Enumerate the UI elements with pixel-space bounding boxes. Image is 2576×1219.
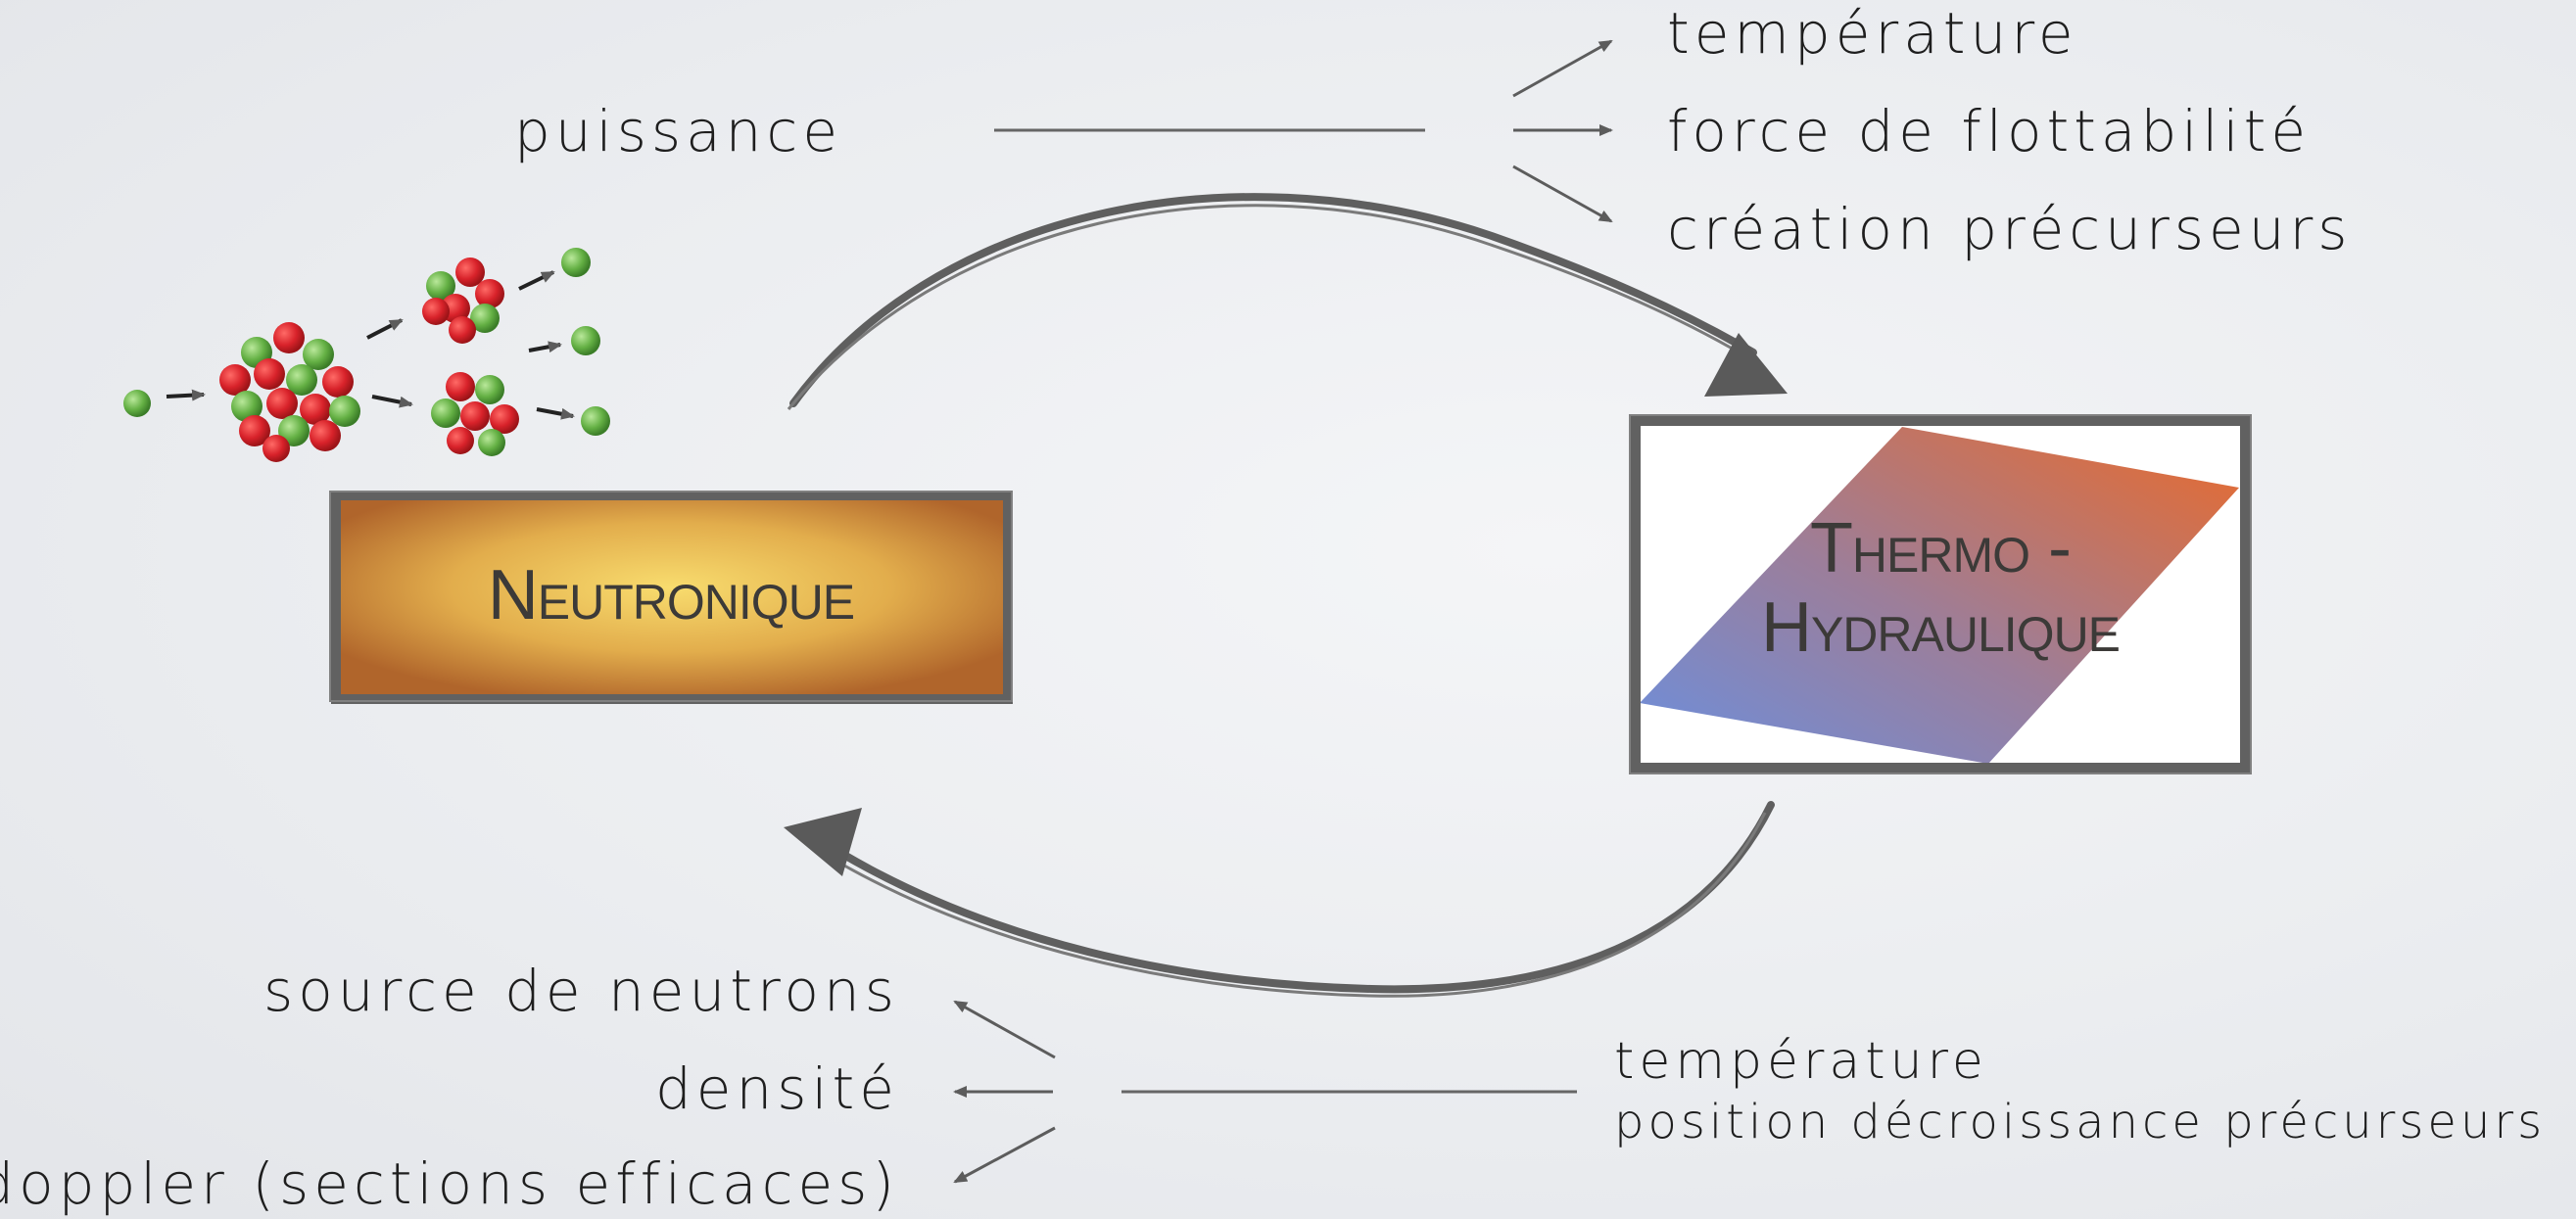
label-bottom-output-source: source de neutrons: [263, 958, 899, 1024]
neutronique-box: [329, 491, 1013, 704]
label-bottom-input-position: position décroissance précurseurs: [1614, 1095, 2547, 1149]
label-bottom-input-temperature: température: [1614, 1032, 1988, 1091]
bottom-connector: [953, 1000, 1577, 1184]
thermo-hydraulique-title: Thermo - Hydraulique: [1638, 509, 2243, 667]
label-top-output-temperature: température: [1667, 0, 2078, 67]
label-top-output-precurseurs: création précurseurs: [1667, 196, 2353, 262]
fission-illustration: [123, 248, 610, 462]
label-top-output-flottabilite: force de flottabilité: [1667, 98, 2312, 164]
curved-arrow-bottom: [784, 801, 1775, 998]
label-bottom-output-densite: densité: [654, 1055, 899, 1122]
label-bottom-output-doppler: doppler (sections efficaces): [0, 1150, 899, 1217]
curved-arrow-top: [787, 193, 1788, 410]
thermo-hydraulique-box: [1629, 414, 2252, 774]
neutronique-title: Neutronique: [487, 556, 855, 634]
top-connector: [994, 39, 1613, 223]
thermo-title-line2: Hydraulique: [1760, 587, 2121, 667]
label-puissance: puissance: [514, 98, 842, 164]
thermo-title-line1: Thermo -: [1809, 509, 2072, 587]
